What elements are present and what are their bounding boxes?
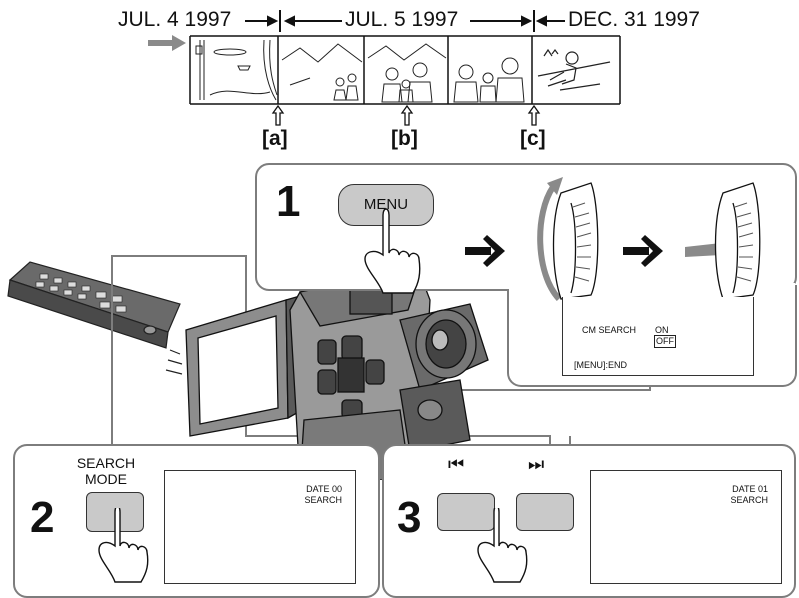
marker-c: [c] bbox=[520, 127, 546, 151]
cm-search-label: CM SEARCH bbox=[582, 325, 636, 336]
step-3-number: 3 bbox=[397, 496, 421, 540]
pointing-hand-icon bbox=[474, 508, 534, 588]
pointing-hand-icon bbox=[365, 209, 420, 293]
date-search-line-2: SEARCH bbox=[716, 495, 768, 506]
date-search-line-1: DATE 00 bbox=[290, 484, 342, 495]
menu-end-hint: [MENU]:END bbox=[574, 360, 627, 371]
frame-family-scene bbox=[368, 44, 446, 102]
frame-window-scene bbox=[196, 40, 277, 100]
frame-family-closeup bbox=[454, 58, 524, 102]
control-dial-press bbox=[685, 183, 760, 299]
marker-b: [b] bbox=[391, 127, 418, 151]
frame-mountain-scene bbox=[282, 44, 362, 100]
pointing-hand-icon bbox=[95, 508, 155, 588]
control-dial-rotate bbox=[540, 177, 598, 299]
step-2-number: 2 bbox=[30, 496, 54, 540]
marker-arrows bbox=[273, 106, 539, 125]
cm-search-off-option: OFF bbox=[654, 335, 676, 348]
date-search-line-2: SEARCH bbox=[290, 495, 342, 506]
frame-skier-scene bbox=[538, 50, 610, 90]
remote-control bbox=[8, 262, 182, 374]
skip-next-icon: ⏭ bbox=[528, 454, 544, 475]
date-search-line-1: DATE 01 bbox=[716, 484, 768, 495]
search-mode-label: SEARCH MODE bbox=[76, 455, 136, 487]
skip-previous-icon: ⏮ bbox=[448, 454, 464, 475]
marker-a: [a] bbox=[262, 127, 288, 151]
arrow-right-icon bbox=[623, 235, 663, 267]
tape-direction-arrow bbox=[148, 35, 186, 51]
arrow-right-icon bbox=[465, 235, 505, 267]
